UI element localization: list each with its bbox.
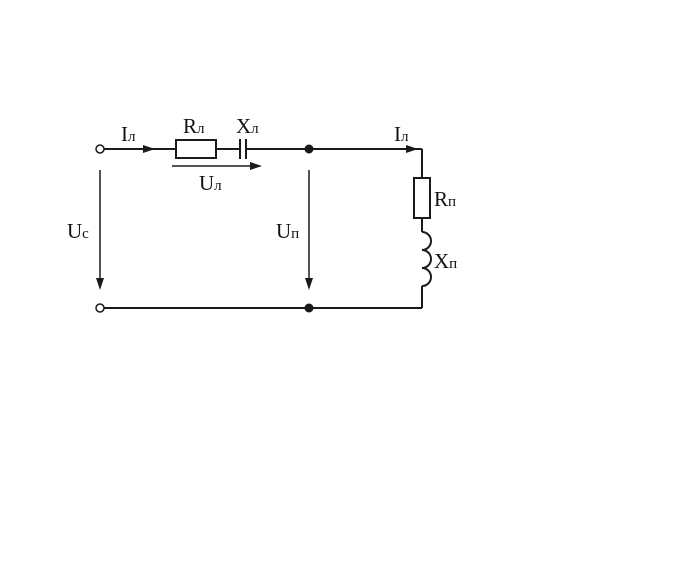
voltage-load-arrow-head <box>305 278 313 290</box>
line-resistor <box>175 139 217 159</box>
label-reactance-line: Xл <box>236 114 259 138</box>
junction-node-top <box>304 144 314 154</box>
source-terminal-top <box>95 144 105 154</box>
load-inductor <box>421 231 432 287</box>
label-current-in: Iл <box>121 122 136 146</box>
label-voltage-line: Uл <box>199 171 222 195</box>
label-voltage-source: Uc <box>67 219 89 243</box>
label-reactance-load: Xп <box>434 249 457 273</box>
voltage-line-arrow-head <box>250 162 262 170</box>
voltage-source-arrow-head <box>96 278 104 290</box>
source-terminal-bottom <box>95 303 105 313</box>
current-load-arrow <box>406 145 418 153</box>
current-in-arrow <box>143 145 155 153</box>
label-resistor-line: Rл <box>183 114 205 138</box>
label-voltage-load: Uп <box>276 219 299 243</box>
junction-node-bottom <box>304 303 314 313</box>
label-current-load: Iл <box>394 122 409 146</box>
load-resistor <box>413 177 431 219</box>
label-resistor-load: Rп <box>434 187 456 211</box>
